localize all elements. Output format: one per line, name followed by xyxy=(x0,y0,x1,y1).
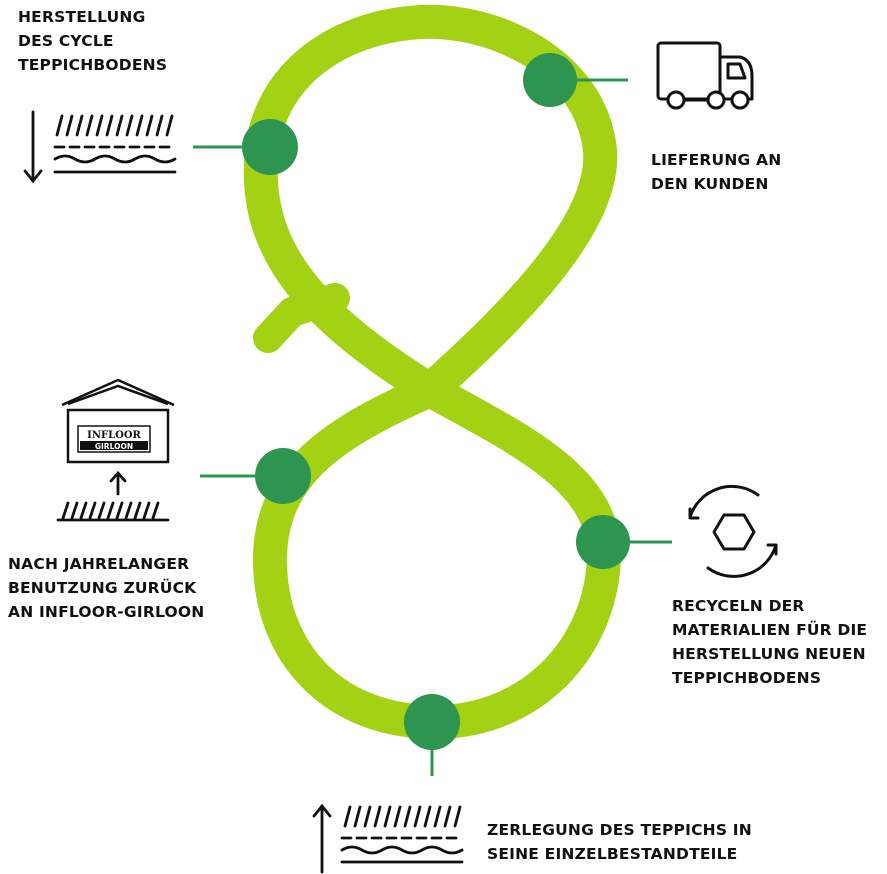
delivery-truck-icon xyxy=(656,41,754,110)
label-line: DEN KUNDEN xyxy=(651,175,769,193)
logo-infloor: INFLOOR xyxy=(87,430,141,441)
label-line: SEINE EINZELBESTANDTEILE xyxy=(487,845,738,863)
label-line: NACH JAHRELANGER xyxy=(8,555,190,573)
node-recyceln xyxy=(576,515,630,569)
step-label-herstellung: HERSTELLUNG DES CYCLE TEPPICHBODENS xyxy=(18,5,167,77)
label-line: HERSTELLUNG xyxy=(18,8,146,26)
step-label-recyceln: RECYCELN DER MATERIALIEN FÜR DIE HERSTEL… xyxy=(672,594,867,690)
step-label-zerlegung: ZERLEGUNG DES TEPPICHS IN SEINE EINZELBE… xyxy=(487,818,752,866)
carpet-down-arrow-icon xyxy=(23,110,177,184)
node-lieferung xyxy=(523,53,577,107)
node-nach xyxy=(255,448,311,504)
carpet-up-arrow-icon xyxy=(312,803,464,874)
label-line: ZERLEGUNG DES TEPPICHS IN xyxy=(487,821,752,839)
label-line: TEPPICHBODENS xyxy=(672,669,822,687)
node-herstellung xyxy=(242,119,298,175)
logo-girloon: GIRLOON xyxy=(95,442,133,451)
label-line: LIEFERUNG AN xyxy=(651,151,782,169)
figure-eight-loop xyxy=(243,4,622,740)
recycle-hexagon-icon xyxy=(688,484,778,578)
label-line: BENUTZUNG ZURÜCK xyxy=(8,579,197,597)
label-line: RECYCELN DER xyxy=(672,597,805,615)
step-label-lieferung: LIEFERUNG AN DEN KUNDEN xyxy=(651,148,781,196)
label-line: DES CYCLE xyxy=(18,32,114,50)
label-line: AN INFLOOR-GIRLOON xyxy=(8,603,205,621)
label-line: MATERIALIEN FÜR DIE xyxy=(672,621,868,639)
direction-arrow xyxy=(253,283,350,353)
node-zerlegung xyxy=(404,694,460,750)
return-to-warehouse-icon: INFLOOR GIRLOON xyxy=(56,378,175,522)
label-line: TEPPICHBODENS xyxy=(18,56,168,74)
label-line: HERSTELLUNG NEUEN xyxy=(672,645,866,663)
step-label-nach: NACH JAHRELANGER BENUTZUNG ZURÜCK AN INF… xyxy=(8,552,204,624)
